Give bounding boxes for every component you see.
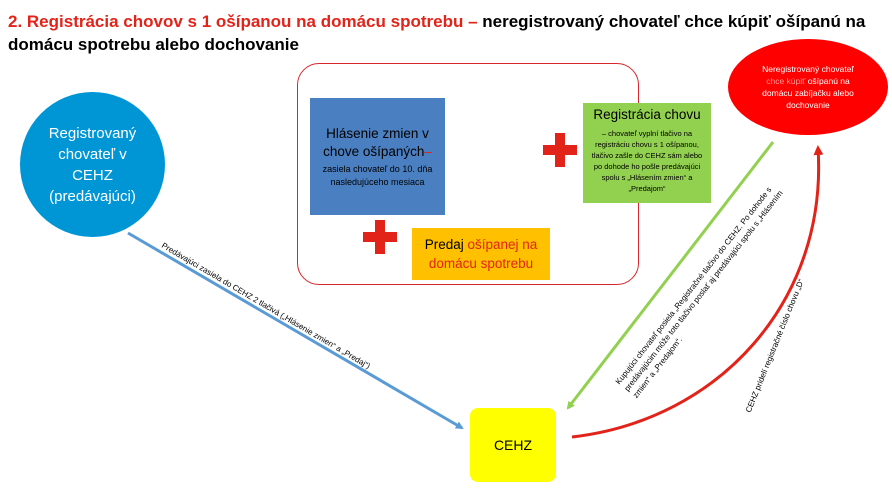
sale-box: Predaj ošípanej na domácu spotrebu [412, 228, 550, 280]
arrow-green [566, 141, 775, 410]
change-report-box: Hlásenie zmien v chove ošípaných– zasiel… [310, 98, 445, 215]
cehz-label: CEHZ [493, 437, 533, 453]
farm-registration-subtext: – chovateľ vyplní tlačivo na registráciu… [591, 129, 703, 193]
title-main: 2. Registrácia chovov s 1 ošípanou na do… [8, 12, 483, 31]
change-report-heading: Hlásenie zmien v chove ošípaných– [323, 125, 432, 159]
sale-label: Predaj ošípanej na domácu spotrebu [424, 237, 538, 271]
title-description: neregistrovaný chovateľ chce kúpiť ošípa… [8, 12, 866, 54]
page-title: 2. Registrácia chovov s 1 ošípanou na do… [8, 10, 868, 56]
registered-breeder-label: Registrovaný chovateľ v CEHZ (predávajúc… [48, 124, 137, 205]
farm-registration-box: Registrácia chovu – chovateľ vyplní tlač… [583, 103, 711, 203]
arrow-blue [127, 231, 464, 430]
registered-breeder-circle: Registrovaný chovateľ v CEHZ (predávajúc… [20, 92, 165, 237]
plus-icon [543, 133, 577, 167]
plus-icon [363, 220, 397, 254]
unregistered-breeder-label: Neregistrovaný chovateľ chce kúpiť ošípa… [762, 64, 854, 110]
cehz-box: CEHZ [470, 408, 556, 482]
arrow-red [571, 145, 824, 439]
farm-registration-heading: Registrácia chovu [593, 107, 701, 122]
change-report-subtext: zasiela chovateľ do 10. dňa nasledujúceh… [322, 163, 433, 187]
unregistered-breeder-circle: Neregistrovaný chovateľ chce kúpiť ošípa… [727, 38, 889, 136]
